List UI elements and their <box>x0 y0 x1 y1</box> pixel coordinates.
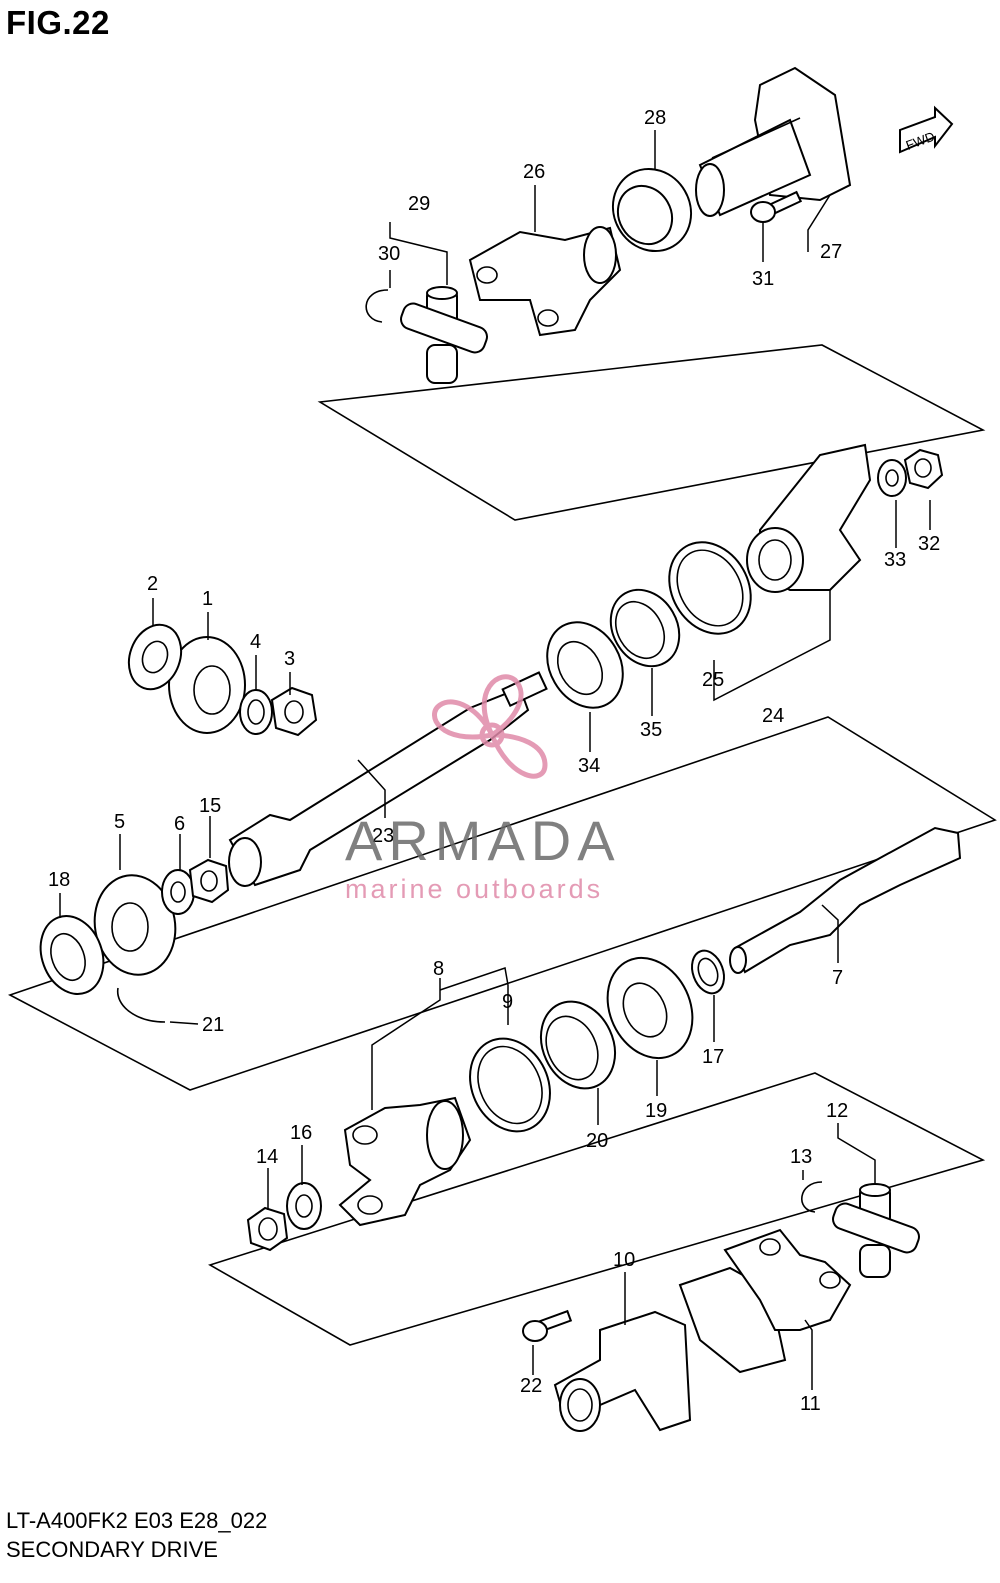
callout-31: 31 <box>752 268 774 290</box>
callout-9: 9 <box>502 991 513 1013</box>
part-12-universal-joint-cross <box>832 1183 920 1278</box>
callout-10: 10 <box>613 1249 635 1271</box>
callout-23: 23 <box>372 825 394 847</box>
callout-4: 4 <box>250 631 261 653</box>
part-9-seal-ring <box>469 1037 551 1133</box>
callout-8: 8 <box>433 958 444 980</box>
watermark-tagline: marine outboards <box>345 874 603 904</box>
part-35-oil-seal <box>609 588 681 668</box>
part-4-washer <box>239 689 273 735</box>
callout-13: 13 <box>790 1146 812 1168</box>
group-frame-bottom <box>208 1072 986 1346</box>
part-5-driven-gear <box>93 874 177 976</box>
part-28-oil-seal <box>611 167 693 253</box>
part-17-seal-ring <box>691 949 725 995</box>
callout-29: 29 <box>408 193 430 215</box>
callout-2: 2 <box>147 573 158 595</box>
part-8-universal-yoke <box>338 1096 472 1227</box>
callout-16: 16 <box>290 1122 312 1144</box>
diagram-caption: SECONDARY DRIVE <box>6 1537 218 1562</box>
group-frame-middle <box>7 716 997 1091</box>
leader-lines <box>59 130 931 1390</box>
part-15-nut <box>188 858 230 904</box>
part-6-washer <box>161 869 195 915</box>
part-13-circlip <box>800 1181 823 1213</box>
part-22-bolt <box>522 1309 573 1342</box>
callout-28: 28 <box>644 107 666 129</box>
callout-5: 5 <box>114 811 125 833</box>
part-11-flange-yoke <box>678 1228 852 1374</box>
part-30-circlip <box>365 289 389 323</box>
part-27-flange-shaft <box>695 66 852 217</box>
callout-20: 20 <box>586 1130 608 1152</box>
part-3-nut <box>270 686 318 737</box>
model-code: LT-A400FK2 E03 E28_022 <box>6 1508 268 1533</box>
callout-21: 21 <box>202 1014 224 1036</box>
callout-32: 32 <box>918 533 940 555</box>
part-33-washer <box>877 459 907 497</box>
callout-26: 26 <box>523 161 545 183</box>
callout-18: 18 <box>48 869 70 891</box>
callout-22: 22 <box>520 1375 542 1397</box>
part-26-universal-yoke <box>468 226 622 337</box>
callout-25: 25 <box>702 669 724 691</box>
part-7-drive-shaft <box>729 826 962 974</box>
part-34-bearing <box>546 621 624 709</box>
part-20-oil-seal <box>540 1000 616 1090</box>
callout-7: 7 <box>832 967 843 989</box>
part-16-washer <box>286 1182 322 1230</box>
callout-6: 6 <box>174 813 185 835</box>
part-21-circlip <box>117 987 166 1023</box>
watermark: ARMADA marine outboards <box>345 674 621 904</box>
part-10-flange-shaft <box>553 1310 692 1432</box>
callout-3: 3 <box>284 648 295 670</box>
callout-30: 30 <box>378 243 400 265</box>
part-1-bevel-gear <box>168 636 246 734</box>
part-14-nut <box>246 1206 289 1252</box>
part-29-universal-joint-cross <box>400 286 488 384</box>
callout-17: 17 <box>702 1046 724 1068</box>
watermark-name: ARMADA <box>345 809 621 872</box>
part-24-drive-flange <box>746 443 872 593</box>
callout-35: 35 <box>640 719 662 741</box>
callout-19: 19 <box>645 1100 667 1122</box>
callout-15: 15 <box>199 795 221 817</box>
callout-11: 11 <box>800 1393 821 1415</box>
part-2-shim <box>127 623 183 691</box>
callout-34: 34 <box>578 755 600 777</box>
figure-title: FIG.22 <box>6 4 110 41</box>
propeller-icon <box>432 674 548 779</box>
part-25-seal-ring <box>668 541 752 635</box>
part-19-bearing <box>606 956 694 1060</box>
callout-numbers: 28 26 29 30 27 31 32 33 25 24 35 34 2 1 … <box>48 107 940 1415</box>
callout-27: 27 <box>820 241 842 263</box>
part-18-bearing <box>39 915 105 995</box>
callout-14: 14 <box>256 1146 278 1168</box>
forward-arrow-icon: FWD <box>899 105 954 154</box>
callout-33: 33 <box>884 549 906 571</box>
group-frame-top <box>317 344 986 521</box>
part-32-nut <box>903 448 944 490</box>
callout-24: 24 <box>762 705 784 727</box>
part-23-propeller-shaft <box>228 671 548 887</box>
callout-1: 1 <box>202 588 213 610</box>
callout-12: 12 <box>826 1100 848 1122</box>
